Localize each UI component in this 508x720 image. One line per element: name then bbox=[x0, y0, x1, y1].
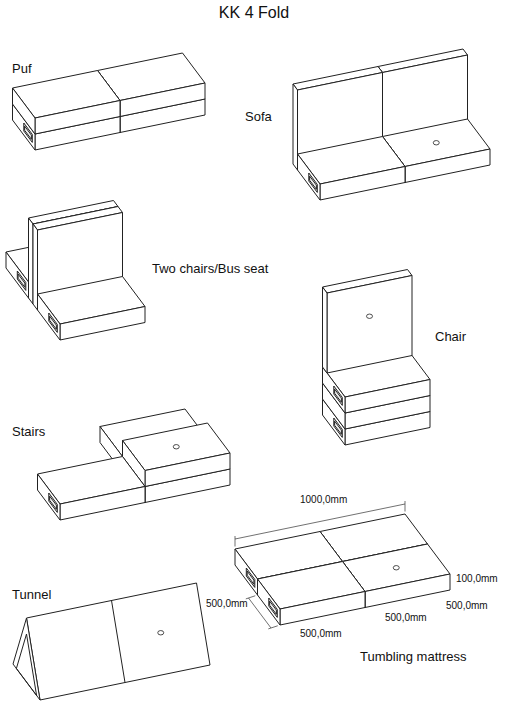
panel-side bbox=[29, 218, 34, 304]
dimension-line bbox=[235, 504, 405, 539]
title: KK 4 Fold bbox=[0, 4, 508, 22]
tunnel-figure bbox=[13, 583, 210, 700]
button-dot bbox=[173, 445, 179, 449]
panel-slope bbox=[27, 583, 211, 700]
panel-side bbox=[293, 84, 298, 170]
tunnel-end bbox=[13, 618, 40, 700]
panel-front bbox=[345, 380, 430, 414]
dimension: 500,0mm bbox=[300, 628, 342, 640]
button-dot bbox=[393, 566, 399, 570]
stairs-figure bbox=[38, 409, 231, 520]
dimension: 500,0mm bbox=[206, 598, 248, 610]
dimension: 500,0mm bbox=[446, 600, 488, 612]
panel-front bbox=[145, 453, 230, 487]
sofa-figure bbox=[293, 49, 490, 200]
bus-seat-figure bbox=[6, 201, 145, 341]
figure-label: Tunnel bbox=[12, 588, 51, 603]
foam-panel bbox=[123, 423, 231, 487]
extension-line bbox=[405, 501, 406, 512]
panel-side bbox=[298, 154, 321, 200]
panel-side bbox=[323, 367, 346, 413]
figure-label: Stairs bbox=[12, 425, 45, 440]
handle bbox=[246, 568, 255, 587]
handle-grip bbox=[270, 601, 277, 614]
foam-panel bbox=[38, 277, 146, 341]
puf-figure bbox=[13, 53, 206, 150]
panel-side bbox=[38, 474, 61, 520]
handle-grip bbox=[50, 316, 57, 329]
extension-line bbox=[268, 626, 277, 629]
panel-front bbox=[320, 167, 405, 201]
panel-front bbox=[35, 101, 120, 135]
panel-front bbox=[60, 307, 145, 341]
figure-label: Chair bbox=[435, 330, 466, 345]
button-dot bbox=[433, 141, 439, 145]
figure-label: Two chairs/Bus seat bbox=[152, 262, 268, 277]
dimension: 100,0mm bbox=[456, 573, 498, 585]
panel-front bbox=[280, 592, 365, 626]
panel-front bbox=[405, 149, 490, 183]
handle bbox=[49, 493, 58, 512]
panel-front bbox=[120, 83, 205, 117]
handle-grip bbox=[310, 176, 317, 189]
handle bbox=[334, 386, 343, 405]
panel-side bbox=[323, 287, 328, 373]
figure-label: Tumbling mattress bbox=[360, 650, 466, 665]
chair-figure bbox=[323, 270, 431, 446]
panel-side bbox=[6, 252, 29, 298]
foam-panel bbox=[298, 137, 406, 201]
panel-side bbox=[13, 88, 36, 134]
panel-front bbox=[327, 276, 412, 374]
panel-front bbox=[60, 487, 145, 521]
foam-panel bbox=[13, 71, 121, 135]
dimension: 500,0mm bbox=[385, 612, 427, 624]
panel-side bbox=[235, 549, 258, 595]
figure-label: Puf bbox=[12, 62, 32, 77]
handle-grip bbox=[335, 389, 342, 402]
figure-label: Sofa bbox=[245, 110, 272, 125]
foam-panel bbox=[38, 457, 146, 521]
button-dot bbox=[367, 314, 373, 318]
handle-grip bbox=[247, 571, 254, 584]
mattress-figure bbox=[235, 501, 450, 629]
button-dot bbox=[158, 631, 164, 635]
handle bbox=[49, 313, 58, 332]
panel-front bbox=[365, 574, 450, 608]
foam-panel bbox=[323, 270, 413, 374]
handle bbox=[269, 598, 278, 617]
handle bbox=[309, 173, 318, 192]
extension-line bbox=[235, 536, 236, 547]
panel-side bbox=[38, 294, 61, 340]
handle-grip bbox=[50, 496, 57, 509]
dimension: 1000,0mm bbox=[300, 494, 347, 506]
handle bbox=[17, 271, 26, 290]
panel-seam bbox=[112, 601, 126, 683]
foam-panel bbox=[258, 562, 366, 626]
panel-side bbox=[33, 224, 38, 310]
dimension-line bbox=[249, 598, 272, 628]
handle-grip bbox=[18, 274, 25, 287]
panel-side bbox=[258, 579, 281, 625]
